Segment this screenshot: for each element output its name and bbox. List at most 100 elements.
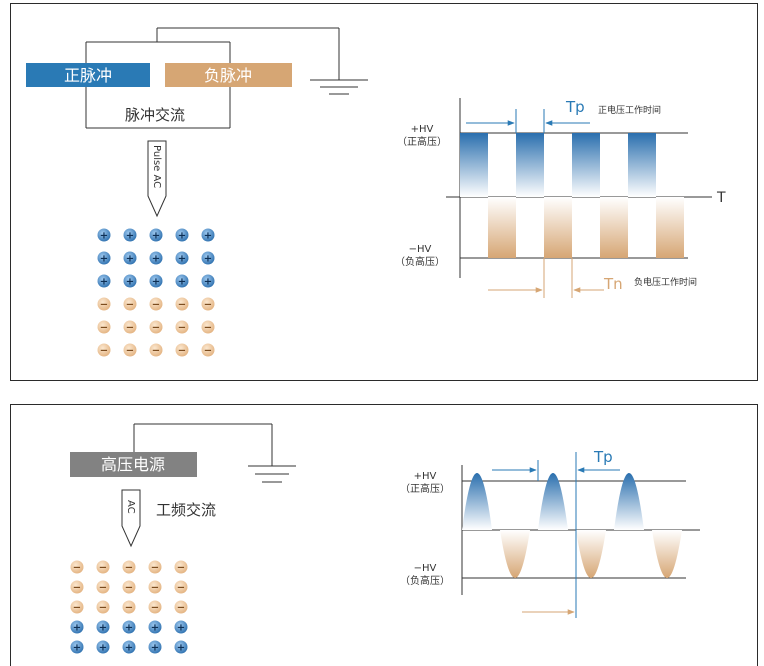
positive-pulse-bar [516, 133, 544, 197]
minus-hv-label: −HV [414, 563, 437, 574]
positive-pulse-bar [460, 133, 488, 197]
positive-ion-sign: + [177, 623, 185, 634]
positive-ion-sign: + [73, 623, 81, 634]
positive-ion [97, 274, 111, 288]
tp-description: 正电压工作时间 [598, 104, 661, 116]
tp-label: Tp [565, 98, 585, 116]
negative-ion-sign: − [125, 603, 133, 614]
negative-ion-sign: − [204, 346, 212, 357]
hv-supply-label: 高压电源 [101, 455, 165, 474]
positive-ion-sign: + [152, 254, 160, 265]
negative-pulse-block [165, 63, 292, 87]
negative-ion-sign: − [100, 300, 108, 311]
positive-ion [174, 640, 188, 654]
negative-ion [96, 600, 110, 614]
positive-ion [175, 228, 189, 242]
positive-ion-sign: + [152, 231, 160, 242]
negative-ion [201, 343, 215, 357]
hv-supply-block [70, 452, 197, 477]
negative-ion-sign: − [73, 583, 81, 594]
emitter-arrow: Pulse AC [147, 140, 167, 218]
negative-ion [96, 580, 110, 594]
negative-ion-sign: − [100, 346, 108, 357]
minus-hv-sub: （负高压） [400, 574, 450, 587]
positive-ion-sign: + [126, 277, 134, 288]
negative-ion [201, 320, 215, 334]
ground-icon [248, 465, 296, 483]
negative-ion-sign: − [151, 563, 159, 574]
positive-ion [97, 251, 111, 265]
minus-hv-sub: （负高压） [395, 255, 445, 268]
supply-label: 脉冲交流 [125, 106, 185, 124]
ground-icon [310, 79, 368, 95]
negative-ion [97, 320, 111, 334]
negative-ion-sign: − [100, 323, 108, 334]
positive-ion [123, 228, 137, 242]
negative-ion [70, 580, 84, 594]
negative-ion [97, 343, 111, 357]
positive-ion-sign: + [125, 623, 133, 634]
negative-ion-sign: − [204, 323, 212, 334]
plus-hv-label: +HV [411, 124, 434, 135]
negative-ion-sign: − [177, 603, 185, 614]
positive-ion [148, 620, 162, 634]
negative-ion [175, 297, 189, 311]
negative-ion-sign: − [73, 603, 81, 614]
negative-ion [201, 297, 215, 311]
positive-ion-sign: + [99, 643, 107, 654]
negative-ion [148, 600, 162, 614]
negative-ion-sign: − [152, 346, 160, 357]
ion-grid: −−−−−−−−−−−−−−−+++++++++++++++ [70, 560, 188, 654]
positive-ion-sign: + [178, 254, 186, 265]
positive-ion [96, 640, 110, 654]
positive-ion [201, 251, 215, 265]
positive-ion [70, 640, 84, 654]
positive-ion-sign: + [204, 231, 212, 242]
negative-ion [149, 320, 163, 334]
positive-ion-sign: + [126, 231, 134, 242]
positive-pulse-label: 正脉冲 [64, 66, 112, 85]
negative-ion [175, 320, 189, 334]
positive-ion [175, 274, 189, 288]
negative-ion-sign: − [125, 583, 133, 594]
negative-ion [96, 560, 110, 574]
negative-ion [122, 600, 136, 614]
negative-ion-sign: − [177, 563, 185, 574]
positive-ion [149, 228, 163, 242]
positive-ion [148, 640, 162, 654]
time-axis-label: T [716, 190, 726, 206]
negative-ion-sign: − [177, 583, 185, 594]
negative-ion-sign: − [178, 323, 186, 334]
positive-ion-sign: + [177, 643, 185, 654]
emitter-label: Pulse AC [151, 145, 162, 188]
tn-description: 负电压工作时间 [634, 276, 697, 288]
positive-ion-sign: + [204, 254, 212, 265]
negative-pulse-bar [544, 197, 572, 258]
negative-ion-sign: − [73, 563, 81, 574]
negative-ion [123, 297, 137, 311]
pulse-waveform-chart: T +HV （正高压） −HV （负高压） Tp 正电压工作时间 Tn 负电压工… [395, 98, 726, 298]
positive-half-wave [462, 473, 492, 530]
negative-ion [174, 560, 188, 574]
negative-ion-sign: − [99, 583, 107, 594]
negative-ion [70, 600, 84, 614]
positive-ion-sign: + [151, 623, 159, 634]
negative-ion [97, 297, 111, 311]
negative-ion-sign: − [204, 300, 212, 311]
negative-ion-sign: − [152, 300, 160, 311]
positive-half-wave [614, 473, 644, 530]
negative-ion [70, 560, 84, 574]
negative-ion [122, 580, 136, 594]
negative-ion [174, 600, 188, 614]
negative-ion [149, 297, 163, 311]
negative-ion-sign: − [151, 583, 159, 594]
negative-ion [148, 580, 162, 594]
negative-half-wave [576, 530, 606, 578]
positive-ion [149, 274, 163, 288]
negative-ion-sign: − [126, 323, 134, 334]
positive-ion [97, 228, 111, 242]
positive-ion-sign: + [100, 254, 108, 265]
negative-ion-sign: − [126, 300, 134, 311]
negative-ion [149, 343, 163, 357]
negative-pulse-bar [656, 197, 684, 258]
